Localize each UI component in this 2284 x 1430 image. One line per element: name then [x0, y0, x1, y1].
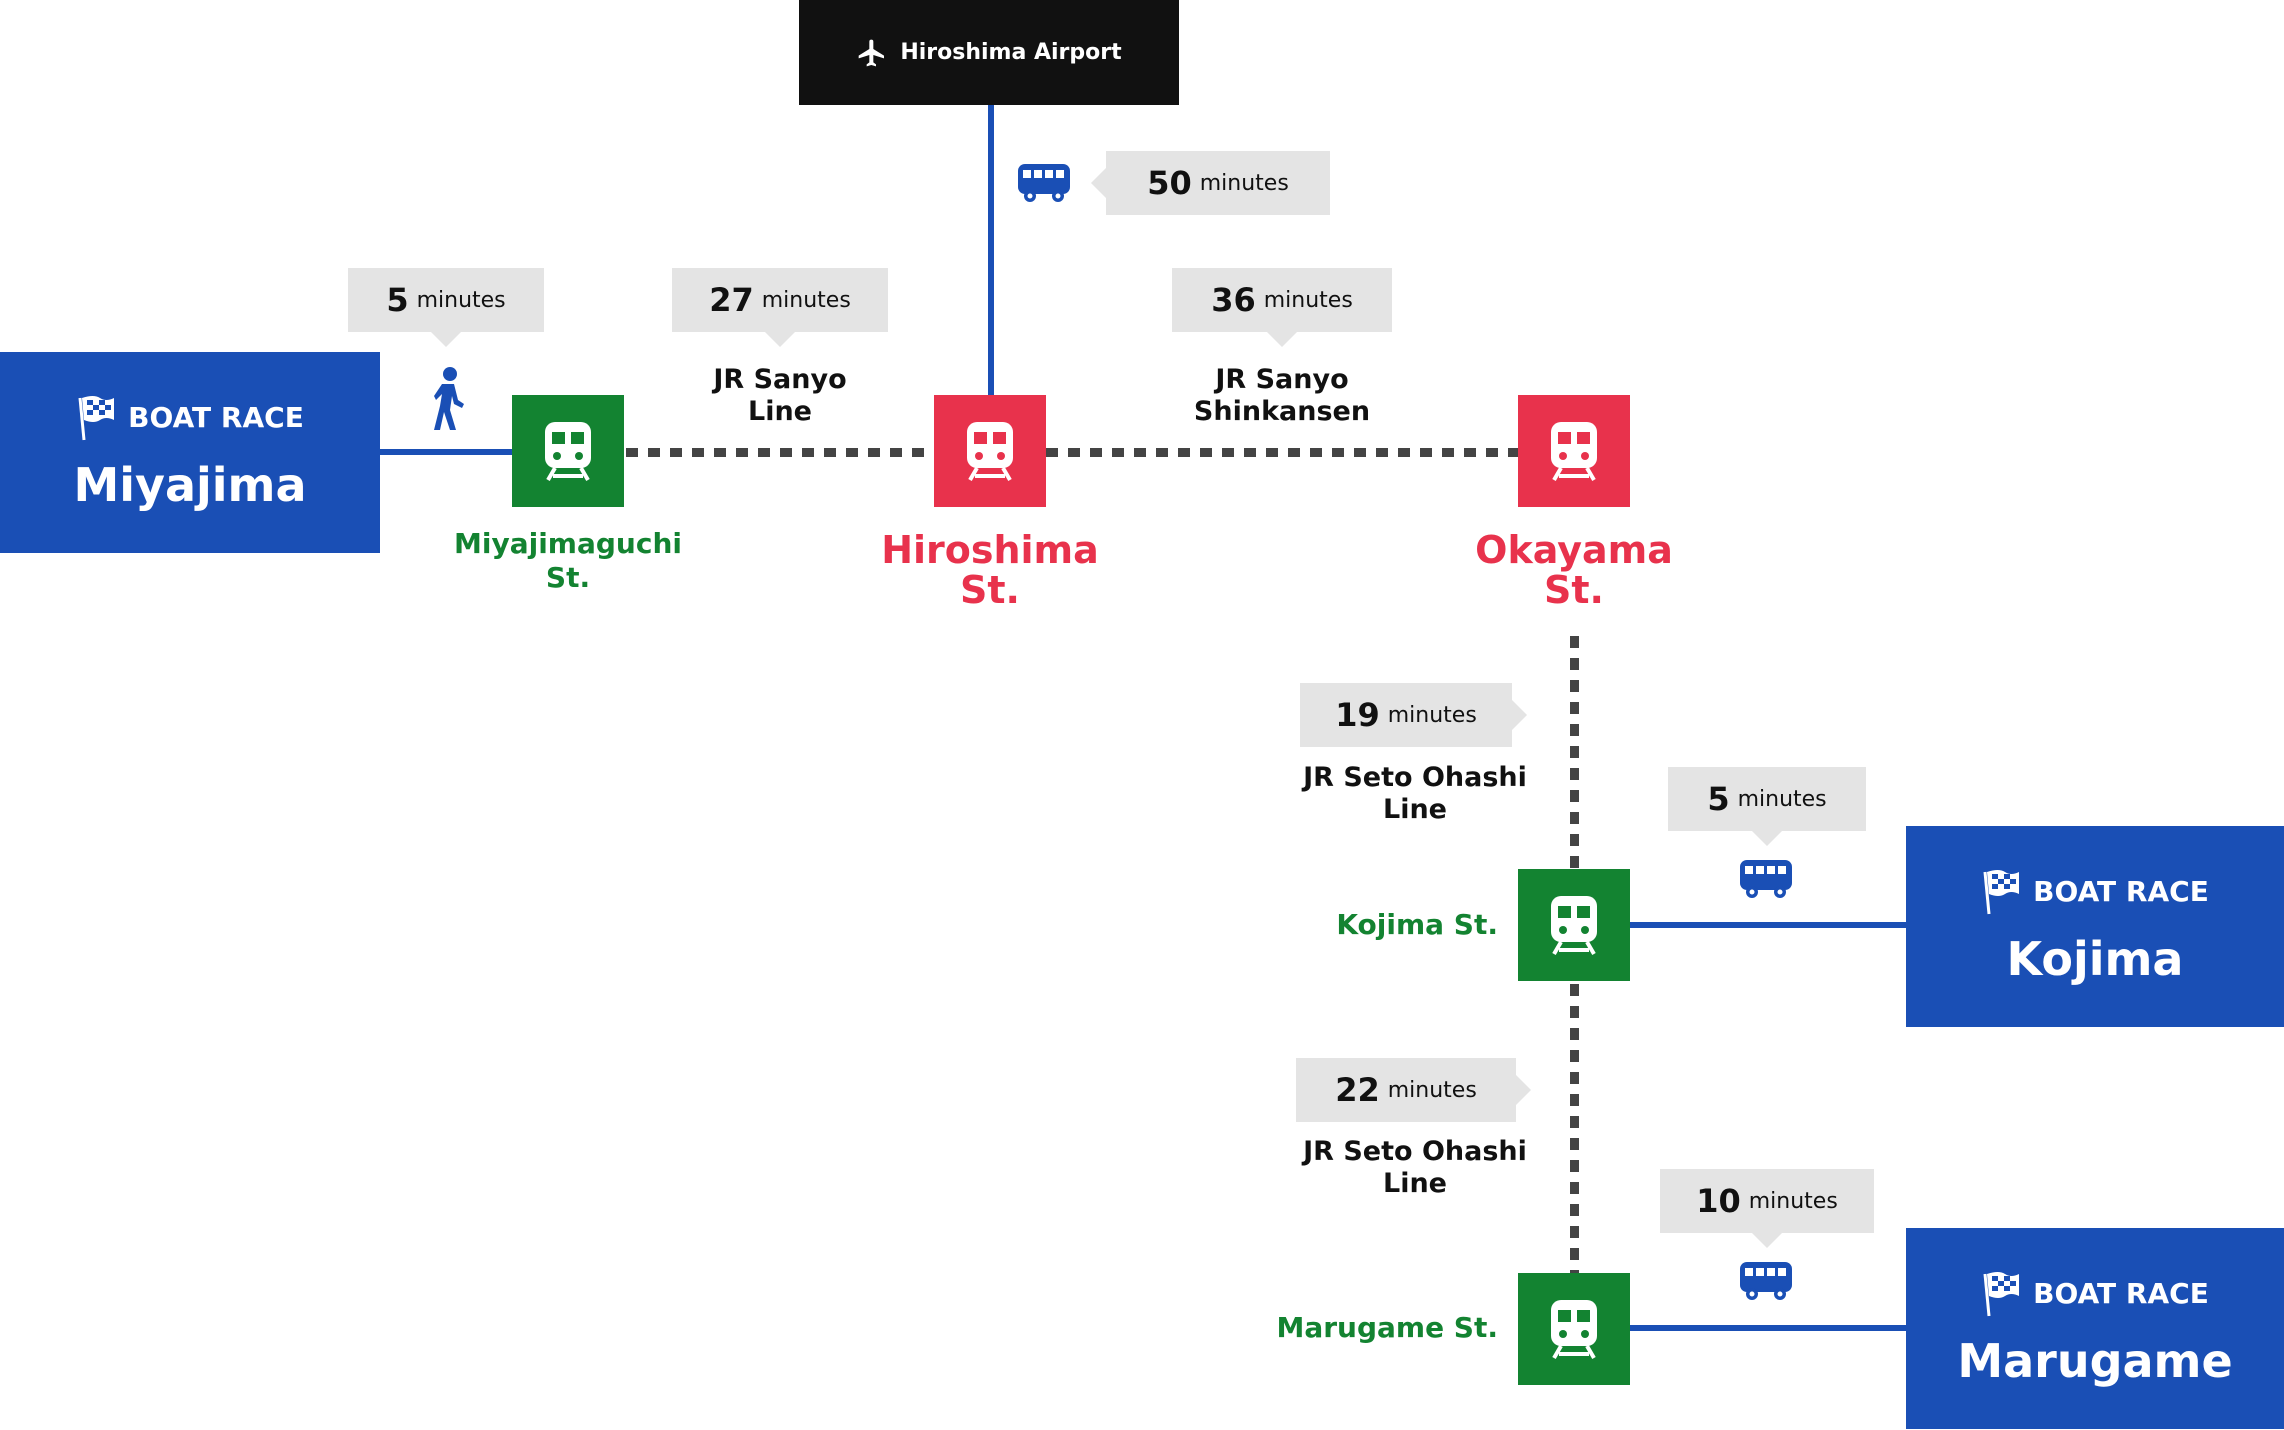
train-icon: [1551, 422, 1597, 482]
train-icon: [545, 422, 591, 482]
station-icon-okayama: [1518, 395, 1630, 507]
venue-box-kojima: BOAT RACE Kojima: [1906, 826, 2284, 1027]
station-name-kojima: Kojima St.: [1336, 908, 1498, 941]
airport-bus-time-bubble: 50 minutes: [1091, 151, 1330, 215]
seto2-time-bubble: 22 minutes: [1296, 1058, 1531, 1122]
venue-name: Kojima: [2006, 931, 2184, 986]
venue-name: Marugame: [1957, 1333, 2233, 1388]
marugame-bus-time-bubble: 10 minutes: [1660, 1169, 1874, 1248]
line-name-shinkansen: JR Sanyo Shinkansen: [1193, 364, 1371, 427]
boat-race-label: BOAT RACE: [2033, 875, 2209, 908]
time-value: 19: [1335, 696, 1380, 734]
time-unit: minutes: [761, 287, 851, 313]
bus-icon: [1018, 164, 1070, 202]
time-unit: minutes: [1387, 702, 1477, 728]
airplane-icon: [859, 39, 885, 66]
seto1-time-bubble: 19 minutes: [1300, 683, 1527, 747]
time-unit: minutes: [1199, 170, 1289, 196]
sanyo-time-bubble: 27 minutes: [672, 268, 888, 347]
walking-person-icon: [434, 367, 464, 430]
sanyo-line-track: [626, 448, 934, 457]
hiroshima-airport-box: Hiroshima Airport: [799, 0, 1179, 105]
station-name-marugame: Marugame St.: [1276, 1311, 1498, 1344]
venue-name: Miyajima: [73, 457, 307, 512]
time-unit: minutes: [1737, 786, 1827, 812]
station-name-okayama: Okayama St.: [1475, 528, 1673, 612]
time-value: 27: [709, 281, 754, 319]
kojima-bus-line: [1630, 922, 1906, 928]
time-unit: minutes: [1748, 1188, 1838, 1214]
time-value: 10: [1696, 1182, 1741, 1220]
walk-time-bubble: 5 minutes: [348, 268, 544, 347]
shinkansen-time-bubble: 36 minutes: [1172, 268, 1392, 347]
line-name-sanyo: JR Sanyo Line: [713, 364, 847, 427]
station-icon-marugame: [1518, 1273, 1630, 1385]
station-icon-miyajimaguchi: [512, 395, 624, 507]
checkered-flag-icon: [78, 395, 115, 440]
line-name-seto-ohashi-2: JR Seto Ohashi Line: [1303, 1136, 1527, 1199]
boat-race-label: BOAT RACE: [128, 401, 304, 434]
station-name-hiroshima: Hiroshima St.: [881, 528, 1099, 612]
time-value: 5: [1707, 780, 1730, 818]
train-icon: [967, 422, 1013, 482]
train-icon: [1551, 1300, 1597, 1360]
time-value: 50: [1147, 164, 1192, 202]
time-unit: minutes: [1263, 287, 1353, 313]
seto-track-upper: [1570, 636, 1579, 870]
line-name-seto-ohashi-1: JR Seto Ohashi Line: [1303, 762, 1527, 825]
marugame-bus-line: [1630, 1325, 1906, 1331]
station-icon-hiroshima: [934, 395, 1046, 507]
station-icon-kojima: [1518, 869, 1630, 981]
miyajima-walk-line: [380, 449, 512, 455]
checkered-flag-icon: [1983, 869, 2020, 914]
shinkansen-track: [1046, 448, 1518, 457]
bus-icon: [1740, 860, 1792, 898]
boat-race-label: BOAT RACE: [2033, 1277, 2209, 1310]
seto-track-lower: [1570, 984, 1579, 1274]
time-value: 22: [1335, 1071, 1380, 1109]
airport-connector-line: [988, 105, 994, 397]
station-name-miyajimaguchi: Miyajimaguchi St.: [454, 527, 682, 594]
train-icon: [1551, 896, 1597, 956]
time-unit: minutes: [416, 287, 506, 313]
checkered-flag-icon: [1983, 1271, 2020, 1316]
time-value: 36: [1211, 281, 1256, 319]
time-unit: minutes: [1387, 1077, 1477, 1103]
venue-box-marugame: BOAT RACE Marugame: [1906, 1228, 2284, 1429]
time-value: 5: [386, 281, 409, 319]
bus-icon: [1740, 1262, 1792, 1300]
venue-box-miyajima: BOAT RACE Miyajima: [0, 352, 380, 553]
airport-label: Hiroshima Airport: [900, 40, 1122, 65]
kojima-bus-time-bubble: 5 minutes: [1668, 767, 1866, 846]
